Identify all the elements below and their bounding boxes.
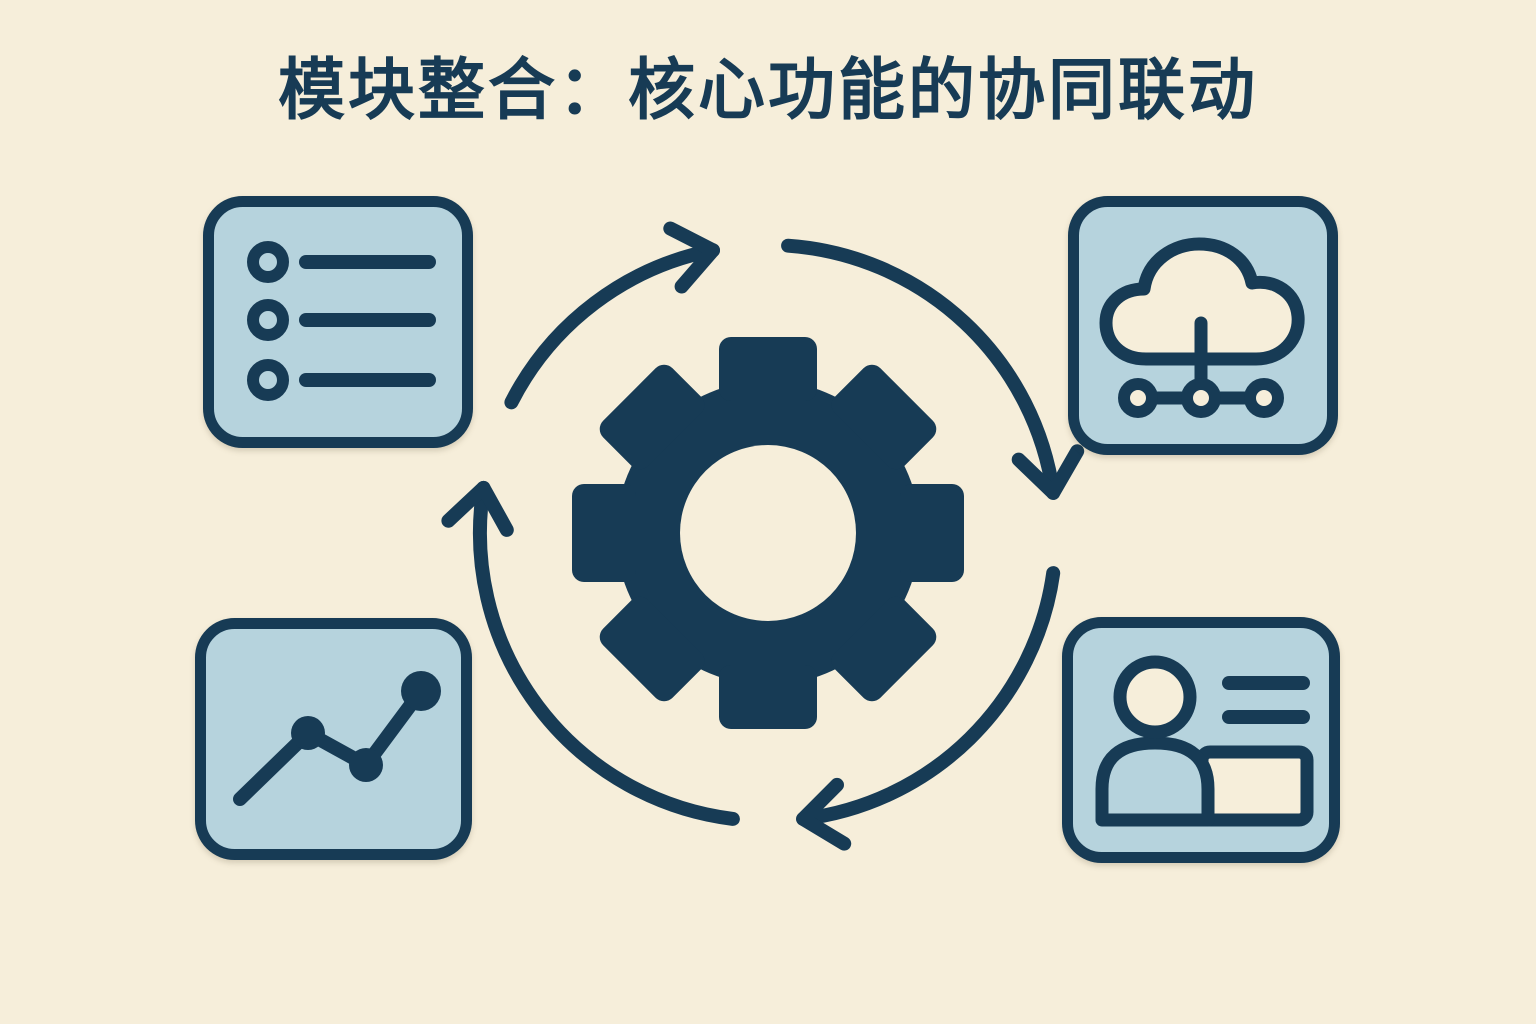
module-card-bottom-left xyxy=(195,618,472,860)
contact-card-icon xyxy=(1095,655,1314,827)
module-card-top-right xyxy=(1068,196,1338,455)
card-background xyxy=(195,618,472,860)
diagram-title: 模块整合：核心功能的协同联动 xyxy=(278,51,1258,129)
gear-icon xyxy=(572,337,964,729)
module-card-top-left xyxy=(203,196,473,448)
cycle-arrows-icon xyxy=(441,221,1085,851)
list-icon xyxy=(247,241,436,401)
module-card-bottom-right xyxy=(1062,617,1340,863)
cloud-network-icon xyxy=(1099,237,1305,418)
line-chart-icon xyxy=(233,671,441,806)
